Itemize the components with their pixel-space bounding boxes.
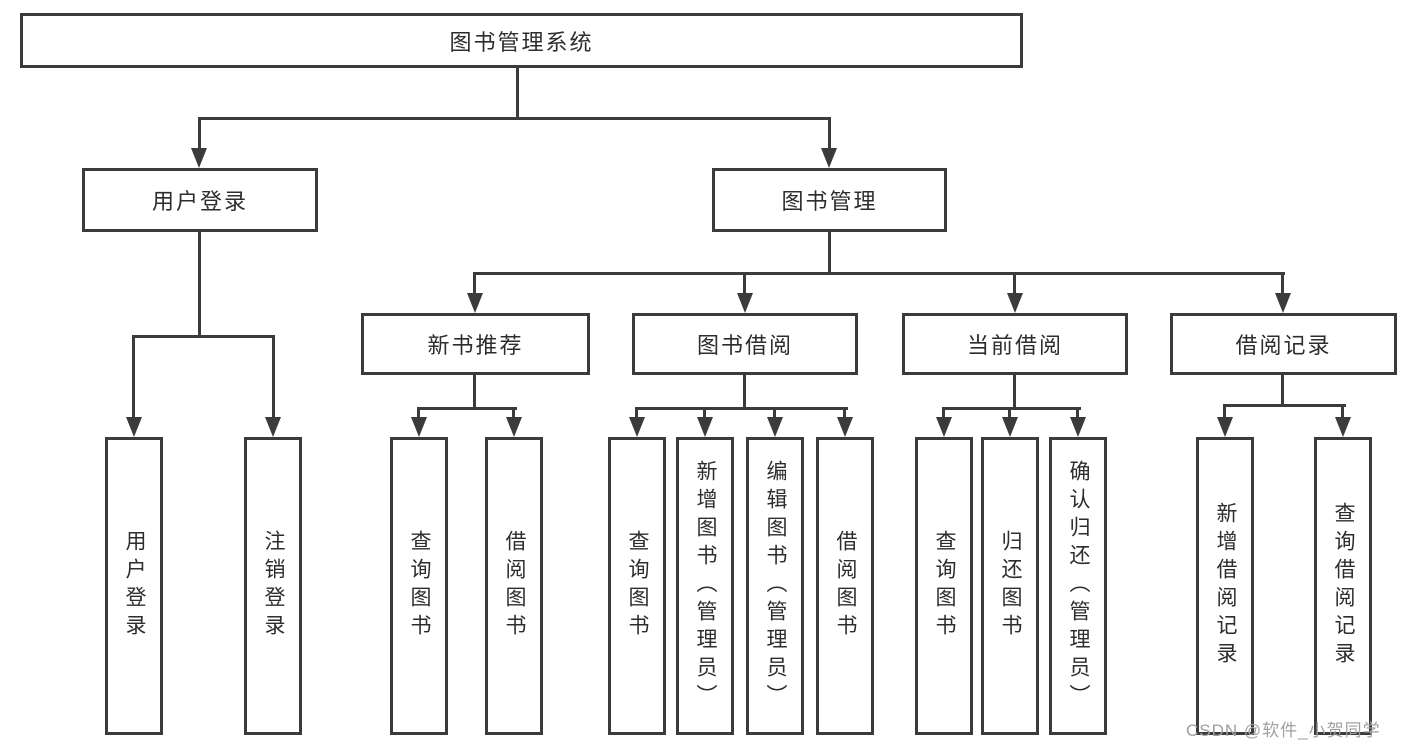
connector-line [828, 117, 831, 150]
node-user-login: 用户登录 [82, 168, 318, 232]
leaf-borrow-book: 借阅图书 [816, 437, 874, 735]
connector-line [198, 117, 831, 120]
leaf-return-book: 归还图书 [981, 437, 1039, 735]
arrow-down-icon [936, 417, 952, 437]
leaf-edit-book-admin: 编辑图书（管理员） [746, 437, 804, 735]
connector-line [942, 407, 945, 419]
connector-line [1013, 272, 1016, 295]
arrow-down-icon [629, 417, 645, 437]
connector-line [473, 272, 476, 295]
leaf-borrow-book-recommend: 借阅图书 [485, 437, 543, 735]
arrow-down-icon [265, 417, 281, 437]
arrow-down-icon [1335, 417, 1351, 437]
arrow-down-icon [1275, 293, 1291, 313]
connector-line [828, 232, 831, 272]
arrow-down-icon [126, 417, 142, 437]
arrow-down-icon [1070, 417, 1086, 437]
node-book-borrow: 图书借阅 [632, 313, 858, 375]
connector-line [473, 375, 476, 407]
leaf-query-book-borrow: 查询图书 [608, 437, 666, 735]
arrow-down-icon [467, 293, 483, 313]
connector-line [773, 407, 776, 419]
node-library-system: 图书管理系统 [20, 13, 1023, 68]
arrow-down-icon [697, 417, 713, 437]
arrow-down-icon [191, 148, 207, 168]
connector-line [132, 335, 135, 419]
connector-line [843, 407, 846, 419]
connector-line [1223, 404, 1226, 419]
leaf-query-borrow-record: 查询借阅记录 [1314, 437, 1372, 735]
connector-line [417, 407, 420, 419]
connector-line [635, 407, 638, 419]
connector-line [516, 68, 519, 118]
arrow-down-icon [1217, 417, 1233, 437]
connector-line [703, 407, 706, 419]
connector-line [1223, 404, 1346, 407]
leaf-add-borrow-record: 新增借阅记录 [1196, 437, 1254, 735]
leaf-add-book-admin: 新增图书（管理员） [676, 437, 734, 735]
watermark: CSDN @软件_小贺同学 [1186, 721, 1381, 740]
arrow-down-icon [1002, 417, 1018, 437]
arrow-down-icon [506, 417, 522, 437]
node-book-management: 图书管理 [712, 168, 947, 232]
arrow-down-icon [737, 293, 753, 313]
connector-line [743, 272, 746, 295]
connector-line [417, 407, 517, 410]
connector-line [473, 272, 1285, 275]
connector-line [512, 407, 515, 419]
connector-line [1281, 272, 1284, 295]
connector-line [132, 335, 275, 338]
leaf-logout: 注销登录 [244, 437, 302, 735]
connector-line [272, 335, 275, 419]
arrow-down-icon [837, 417, 853, 437]
leaf-confirm-return-admin: 确认归还（管理员） [1049, 437, 1107, 735]
connector-line [1281, 375, 1284, 404]
leaf-query-book-current: 查询图书 [915, 437, 973, 735]
node-current-borrow: 当前借阅 [902, 313, 1128, 375]
connector-line [635, 407, 848, 410]
connector-line [198, 232, 201, 335]
connector-line [1008, 407, 1011, 419]
connector-line [1076, 407, 1079, 419]
connector-line [1341, 404, 1344, 419]
node-new-book-recommend: 新书推荐 [361, 313, 590, 375]
connector-line [198, 117, 201, 150]
arrow-down-icon [821, 148, 837, 168]
connector-line [1013, 375, 1016, 407]
arrow-down-icon [411, 417, 427, 437]
connector-line [743, 375, 746, 407]
node-borrow-records: 借阅记录 [1170, 313, 1397, 375]
connector-line [942, 407, 1081, 410]
arrow-down-icon [1007, 293, 1023, 313]
arrow-down-icon [767, 417, 783, 437]
leaf-query-book-recommend: 查询图书 [390, 437, 448, 735]
leaf-user-login: 用户登录 [105, 437, 163, 735]
